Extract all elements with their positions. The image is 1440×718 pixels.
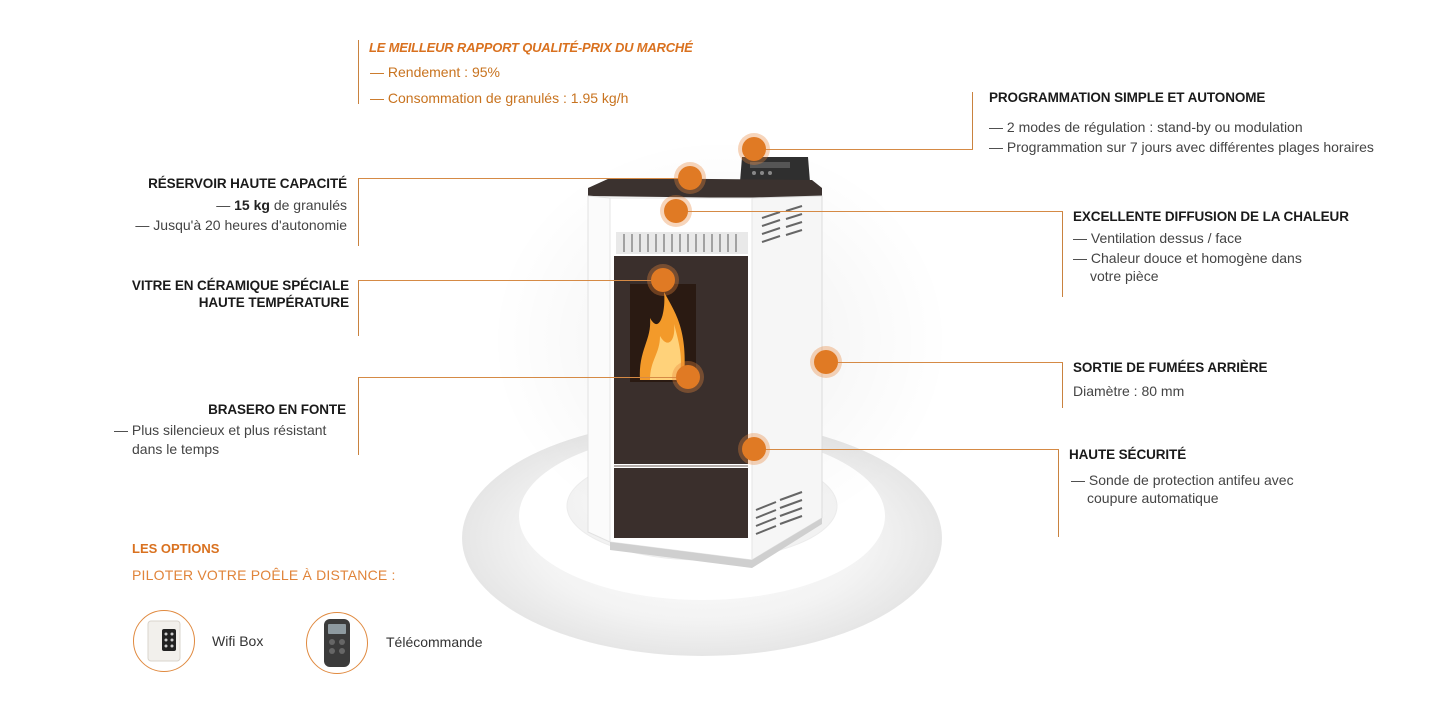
securite-title: HAUTE SÉCURITÉ (1069, 447, 1187, 462)
top-line-rendement: — Rendement : 95% (370, 64, 500, 80)
diffusion-line-1: — Ventilation dessus / face (1073, 230, 1242, 246)
vitre-block: VITRE EN CÉRAMIQUE SPÉCIALE HAUTE TEMPÉR… (132, 278, 349, 310)
diffusion-line-2: — Chaleur douce et homogène dans (1073, 250, 1302, 266)
programmation-line-1: — 2 modes de régulation : stand-by ou mo… (989, 119, 1303, 135)
reservoir-line-2: — Jusqu'à 20 heures d'autonomie (135, 217, 347, 233)
top-title: LE MEILLEUR RAPPORT QUALITÉ-PRIX DU MARC… (369, 40, 693, 55)
remote-thumbnail[interactable] (306, 612, 368, 674)
brasero-title: BRASERO EN FONTE (208, 402, 346, 417)
fumees-line-1: Diamètre : 80 mm (1073, 383, 1185, 399)
options-title: LES OPTIONS (132, 541, 220, 556)
hotspot-programmation[interactable] (742, 137, 766, 161)
hotspot-securite[interactable] (742, 437, 766, 461)
reservoir-title: RÉSERVOIR HAUTE CAPACITÉ (148, 176, 347, 191)
programmation-block: PROGRAMMATION SIMPLE ET AUTONOME — 2 mod… (989, 90, 1374, 155)
vitre-title-2: HAUTE TEMPÉRATURE (198, 295, 349, 310)
brasero-block: BRASERO EN FONTE — Plus silencieux et pl… (114, 402, 346, 457)
remote-control-icon (324, 619, 350, 667)
securite-line-1: — Sonde de protection antifeu avec (1071, 472, 1294, 488)
options-subtitle: PILOTER VOTRE POÊLE À DISTANCE : (132, 567, 396, 583)
wifi-box-icon (147, 620, 181, 662)
wifi-box-thumbnail[interactable] (133, 610, 195, 672)
hotspot-brasero[interactable] (676, 365, 700, 389)
hotspot-vitre[interactable] (651, 268, 675, 292)
hotspot-diffusion[interactable] (664, 199, 688, 223)
hotspot-reservoir[interactable] (678, 166, 702, 190)
reservoir-line-1: — 15 kg de granulés (216, 197, 347, 213)
fumees-title: SORTIE DE FUMÉES ARRIÈRE (1073, 360, 1268, 375)
wifi-box-label[interactable]: Wifi Box (212, 633, 264, 649)
pellet-stove-image (587, 157, 823, 568)
reservoir-block: RÉSERVOIR HAUTE CAPACITÉ — 15 kg de gran… (135, 176, 347, 233)
diffusion-line-3: votre pièce (1090, 268, 1159, 284)
fumees-block: SORTIE DE FUMÉES ARRIÈRE Diamètre : 80 m… (1073, 360, 1267, 399)
diffusion-title: EXCELLENTE DIFFUSION DE LA CHALEUR (1073, 209, 1349, 224)
hotspot-fumees[interactable] (814, 350, 838, 374)
securite-line-2: coupure automatique (1087, 490, 1219, 506)
brasero-line-1: — Plus silencieux et plus résistant (114, 422, 327, 438)
programmation-line-2: — Programmation sur 7 jours avec différe… (989, 139, 1374, 155)
remote-label[interactable]: Télécommande (386, 634, 483, 650)
securite-block: HAUTE SÉCURITÉ — Sonde de protection ant… (1069, 447, 1294, 506)
brasero-line-2: dans le temps (132, 441, 220, 457)
top-line-consommation: — Consommation de granulés : 1.95 kg/h (370, 90, 629, 106)
diffusion-block: EXCELLENTE DIFFUSION DE LA CHALEUR — Ven… (1073, 209, 1349, 284)
vitre-title-1: VITRE EN CÉRAMIQUE SPÉCIALE (131, 278, 349, 293)
programmation-title: PROGRAMMATION SIMPLE ET AUTONOME (989, 90, 1266, 105)
